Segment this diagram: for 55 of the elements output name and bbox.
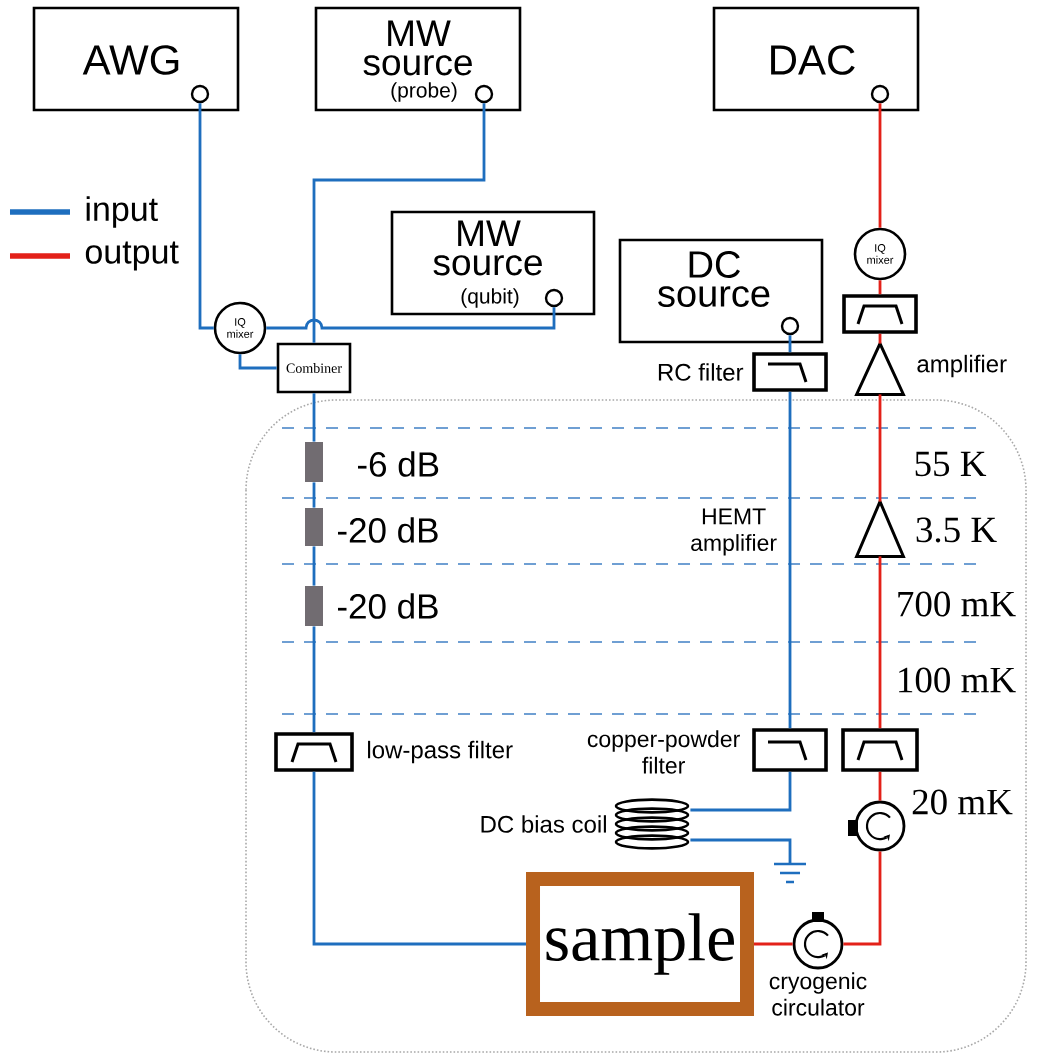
wire [690, 838, 792, 864]
component-label: -6 dB [357, 451, 439, 477]
circulator [848, 800, 906, 852]
filter-box [842, 294, 918, 334]
instrument-box: MW source (probe) [314, 6, 522, 112]
ground-symbol [772, 862, 808, 884]
attenuator [305, 508, 323, 546]
filter-box [274, 732, 354, 772]
wire [878, 556, 882, 729]
instrument-box: DAC [712, 6, 920, 112]
component-label: HEMT amplifier [691, 508, 777, 556]
wire [878, 771, 882, 801]
sample-box: sample [526, 872, 754, 1016]
wire [312, 771, 526, 946]
wire [312, 626, 316, 733]
wire [312, 103, 486, 343]
legend-label: input [86, 196, 158, 228]
legend-label: output [85, 241, 179, 271]
instrument-box: AWG [32, 6, 240, 112]
temperature-label: 700 mK [898, 591, 1016, 617]
wire [878, 333, 882, 344]
wire [690, 771, 792, 812]
component-label: -20 dB [337, 593, 438, 619]
wire [878, 394, 882, 502]
wire [312, 393, 316, 442]
component-label: low-pass filter [368, 740, 513, 764]
component-label: amplifier [917, 354, 1007, 378]
instrument-box: DC source [618, 238, 824, 344]
wire [312, 482, 316, 508]
attenuator [305, 442, 323, 482]
component-label: cryogenic circulator [769, 972, 867, 1016]
component-label: copper-powder filter [587, 730, 740, 774]
coil [614, 798, 690, 850]
temperature-label: 20 mK [912, 789, 1013, 815]
temperature-label: 100 mK [899, 667, 1016, 693]
circulator [792, 912, 844, 970]
wire [843, 851, 882, 946]
filter-box [752, 352, 828, 392]
component-label: -20 dB [337, 517, 438, 543]
wire [312, 546, 316, 586]
wire [878, 103, 882, 228]
filter-box [752, 728, 828, 772]
wire [788, 335, 792, 353]
attenuator [305, 586, 323, 626]
filter-box [841, 728, 919, 772]
component-label: RC filter [658, 363, 744, 381]
wire [754, 942, 793, 946]
component-label: DC bias coil [481, 815, 606, 833]
wire [238, 354, 277, 370]
wire [878, 280, 882, 295]
wire [198, 103, 214, 330]
wire [788, 391, 792, 729]
instrument-box: MW source (qubit) [390, 210, 596, 316]
wire [266, 307, 556, 330]
temperature-label: 55 K [915, 451, 987, 477]
